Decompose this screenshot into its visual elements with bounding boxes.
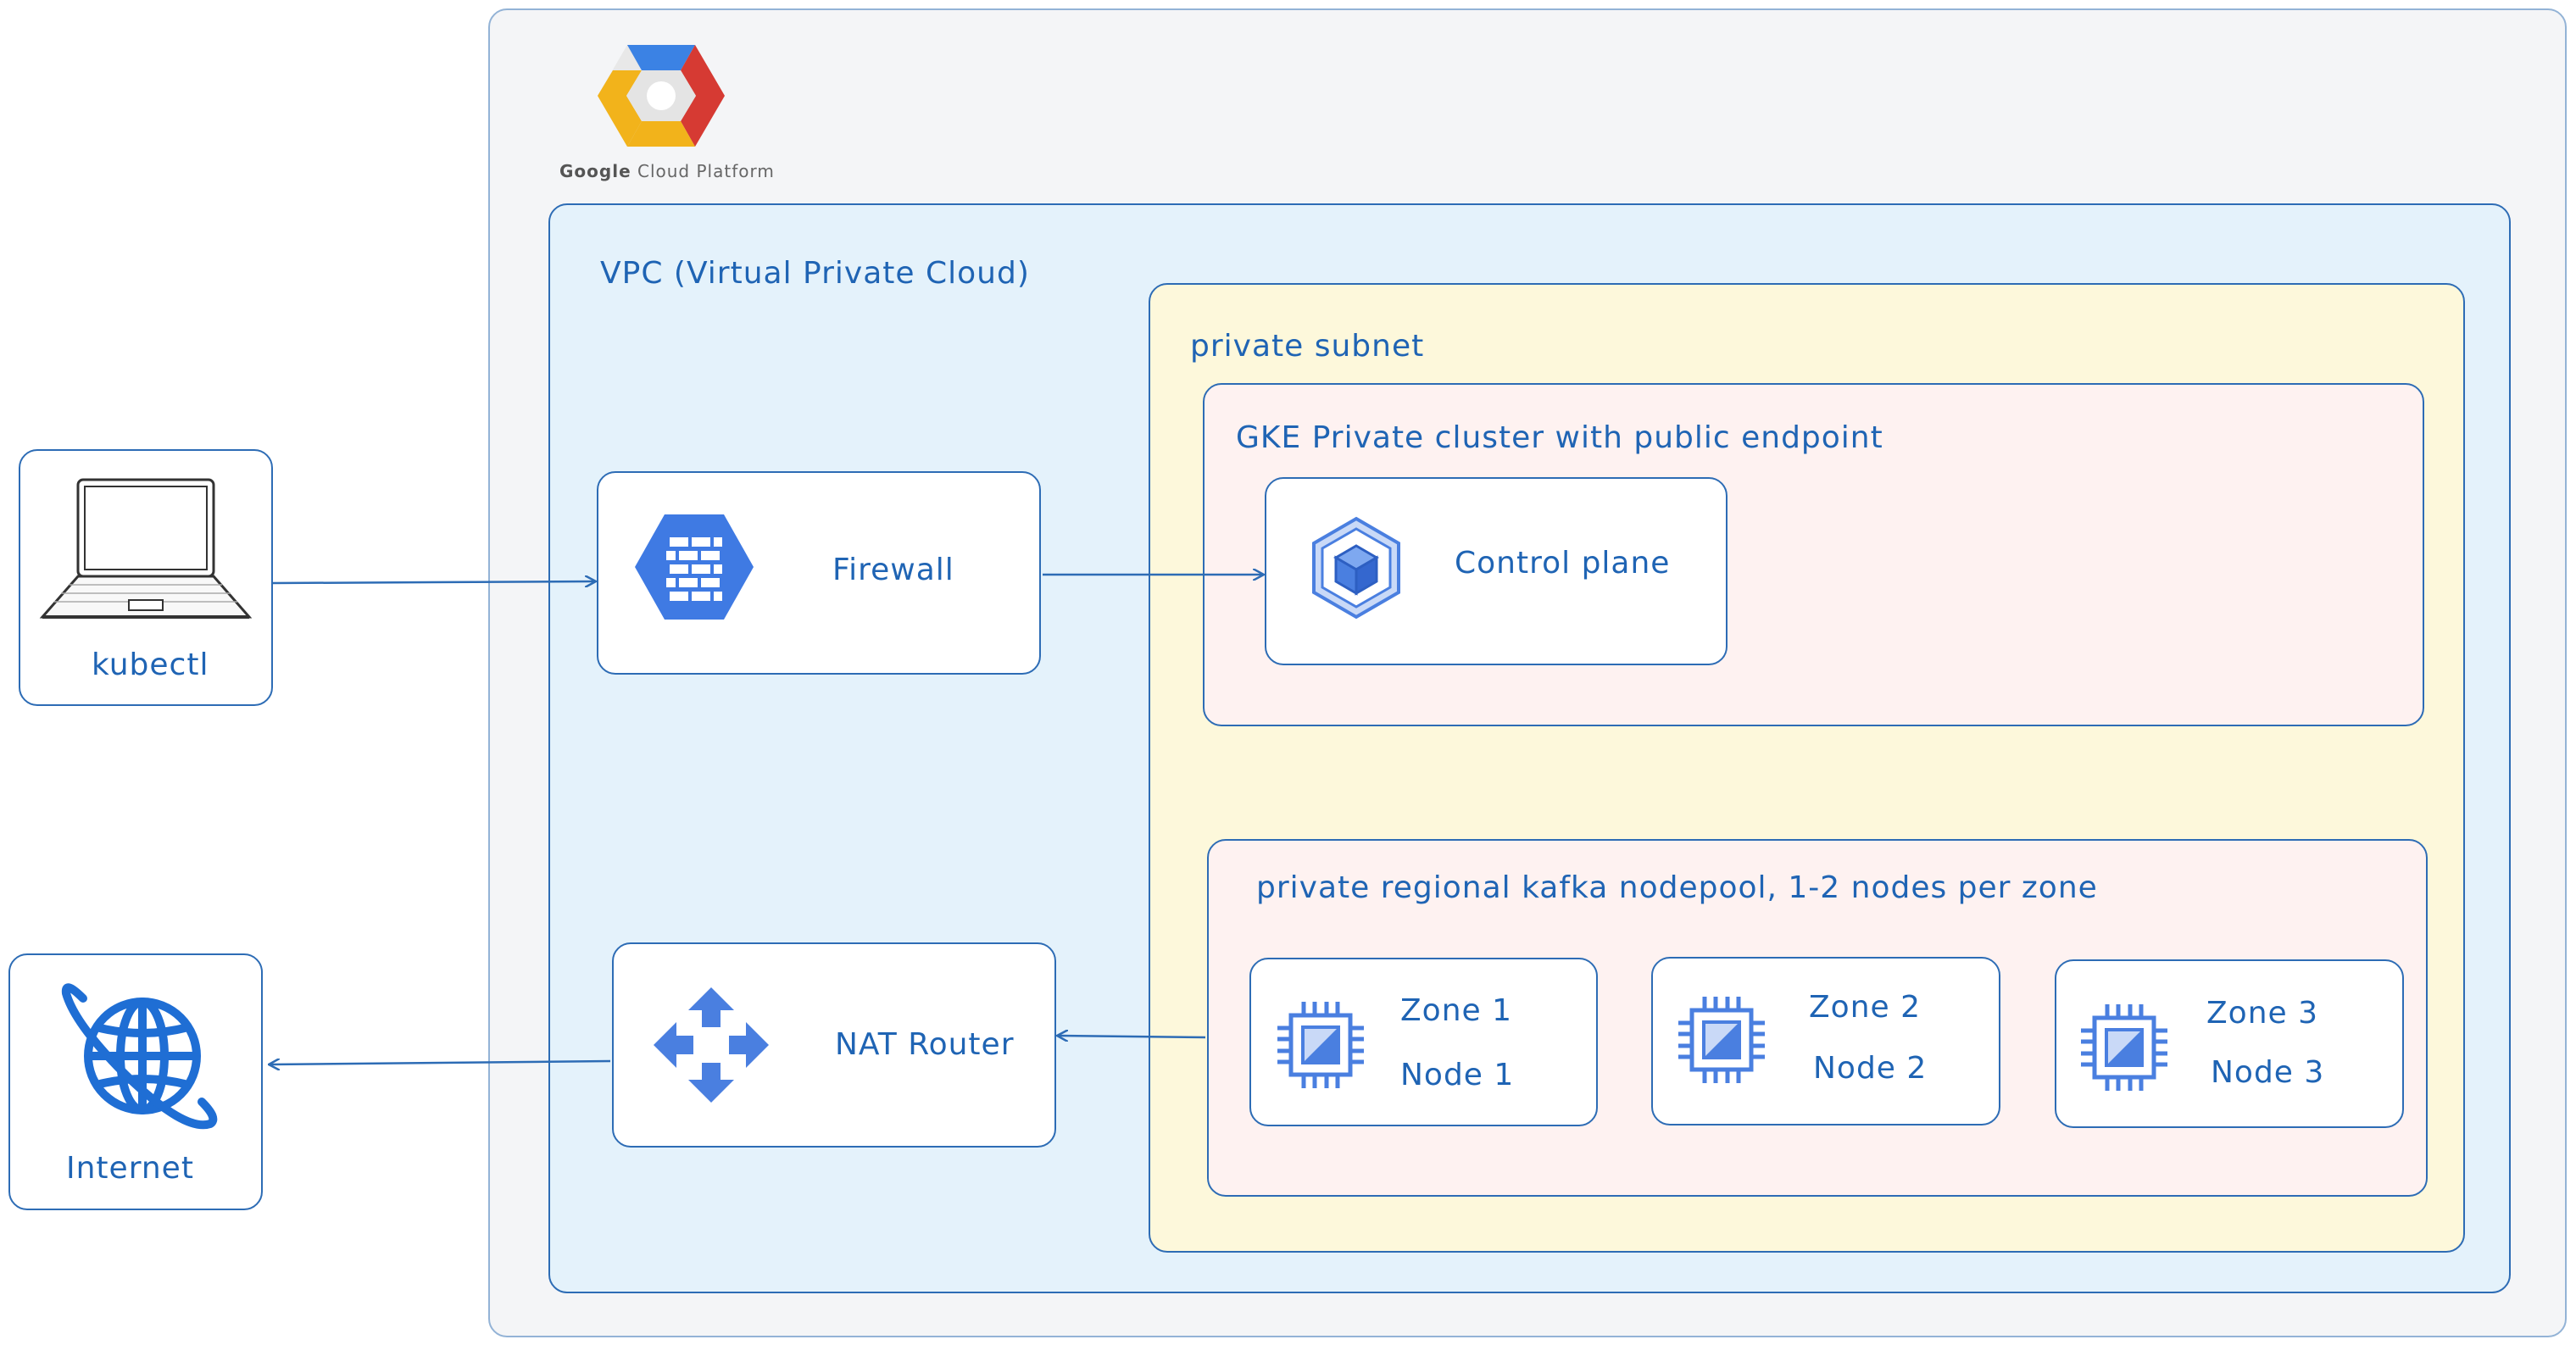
laptop-icon: [39, 478, 253, 619]
node-1-label: Node 1: [1400, 1058, 1515, 1092]
zone-2-label: Zone 2: [1809, 990, 1921, 1025]
cpu-chip-icon: [1277, 1002, 1364, 1088]
gcp-hexagon-icon: [598, 45, 725, 147]
kubectl-label: kubectl: [92, 647, 209, 682]
router-arrows-icon: [654, 987, 769, 1103]
subnet-label: private subnet: [1190, 329, 1425, 364]
firewall-label: Firewall: [832, 553, 954, 587]
arrow-nodepool-to-nat: [1058, 1036, 1206, 1037]
zone-3-label: Zone 3: [2206, 996, 2318, 1031]
node-3-label: Node 3: [2211, 1055, 2325, 1090]
cpu-chip-icon: [1678, 997, 1765, 1083]
cpu-chip-icon: [2081, 1004, 2167, 1091]
control-plane-label: Control plane: [1455, 546, 1671, 581]
firewall-brick-icon: [635, 514, 754, 620]
nodepool-label: private regional kafka nodepool, 1-2 nod…: [1256, 870, 2098, 905]
kubernetes-cube-icon: [1312, 516, 1400, 620]
gke-cluster: [1203, 383, 2424, 726]
gcp-wordmark-google: Google: [559, 161, 631, 181]
node-2-label: Node 2: [1813, 1051, 1928, 1086]
cluster-label: GKE Private cluster with public endpoint: [1236, 420, 1883, 455]
arrow-kubectl-to-firewall: [272, 581, 595, 583]
gcp-wordmark-rest: Cloud Platform: [637, 161, 775, 181]
zone-1-label: Zone 1: [1400, 993, 1512, 1028]
nat-router-label: NAT Router: [835, 1027, 1015, 1062]
gcp-wordmark: Google Cloud Platform: [559, 161, 775, 181]
arrow-nat-to-internet: [270, 1061, 611, 1064]
internet-label: Internet: [66, 1151, 194, 1186]
vpc-label: VPC (Virtual Private Cloud): [600, 256, 1030, 291]
globe-icon: [61, 983, 218, 1130]
